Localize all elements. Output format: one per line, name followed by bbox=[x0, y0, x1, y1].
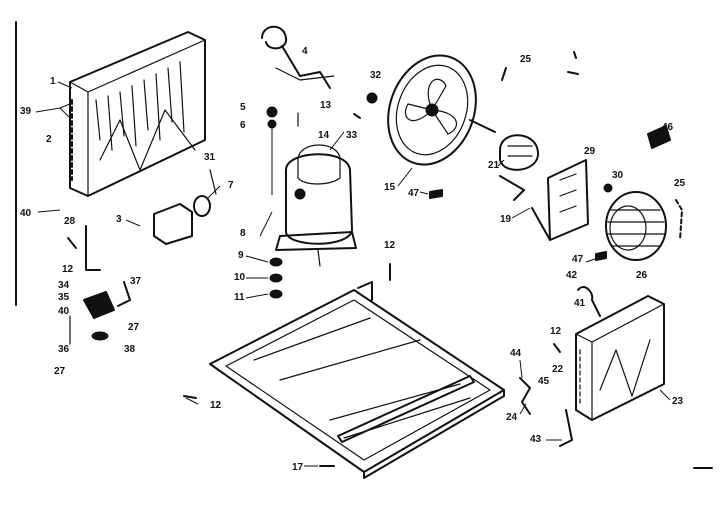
label-27a: 27 bbox=[54, 366, 66, 377]
hardware-5-6-13 bbox=[266, 106, 299, 195]
label-9: 9 bbox=[238, 250, 244, 261]
label-25a: 25 bbox=[520, 54, 532, 65]
label-43: 43 bbox=[530, 434, 542, 445]
tube-part bbox=[261, 25, 335, 89]
label-3: 3 bbox=[116, 214, 122, 225]
label-44: 44 bbox=[510, 348, 522, 359]
label-41: 41 bbox=[574, 298, 586, 309]
fan-blade bbox=[387, 54, 496, 166]
motor-bracket bbox=[531, 159, 589, 241]
screw-47b bbox=[595, 251, 607, 261]
label-14: 14 bbox=[318, 130, 330, 141]
control-assembly bbox=[153, 169, 217, 245]
label-42: 42 bbox=[566, 270, 578, 281]
label-35: 35 bbox=[58, 292, 70, 303]
label-32: 32 bbox=[370, 70, 382, 81]
label-5: 5 bbox=[240, 102, 246, 113]
label-22: 22 bbox=[552, 364, 564, 375]
label-46: 46 bbox=[662, 122, 674, 133]
tubing-24-43-44 bbox=[519, 377, 573, 447]
tube-41-42 bbox=[577, 286, 601, 317]
label-24: 24 bbox=[506, 412, 518, 423]
label-21: 21 bbox=[488, 160, 500, 171]
base-pan bbox=[209, 281, 505, 479]
label-37: 37 bbox=[130, 276, 142, 287]
label-12b: 12 bbox=[62, 264, 74, 275]
label-40a: 40 bbox=[20, 208, 32, 219]
label-27b: 27 bbox=[128, 322, 140, 333]
label-26: 26 bbox=[636, 270, 648, 281]
hardware-32 bbox=[366, 92, 378, 104]
part-labels: 1 2 3 4 5 6 7 8 9 10 11 12 12 12 12 13 1… bbox=[20, 46, 686, 473]
label-8: 8 bbox=[240, 228, 246, 239]
hardware-33 bbox=[353, 113, 361, 119]
mount-grommets bbox=[269, 257, 283, 299]
label-2: 2 bbox=[46, 134, 52, 145]
label-39: 39 bbox=[20, 106, 32, 117]
label-4: 4 bbox=[302, 46, 308, 57]
screw-25b bbox=[675, 199, 683, 241]
screw-30 bbox=[603, 183, 613, 193]
label-10: 10 bbox=[234, 272, 246, 283]
label-12a: 12 bbox=[384, 240, 396, 251]
label-7: 7 bbox=[228, 180, 234, 191]
label-45: 45 bbox=[538, 376, 550, 387]
label-40b: 40 bbox=[58, 306, 70, 317]
label-13: 13 bbox=[320, 100, 332, 111]
screw-12-right bbox=[553, 343, 561, 353]
label-6: 6 bbox=[240, 120, 246, 131]
label-23: 23 bbox=[672, 396, 684, 407]
label-34: 34 bbox=[58, 280, 70, 291]
label-1: 1 bbox=[50, 76, 56, 87]
label-47a: 47 bbox=[408, 188, 420, 199]
label-28: 28 bbox=[64, 216, 76, 227]
compressor bbox=[275, 144, 357, 267]
evaporator-coil bbox=[69, 31, 206, 197]
label-36: 36 bbox=[58, 344, 70, 355]
label-38: 38 bbox=[124, 344, 136, 355]
label-12c: 12 bbox=[210, 400, 222, 411]
cover-plate-46 bbox=[647, 125, 671, 149]
screw-25a bbox=[501, 67, 507, 81]
condenser-coil bbox=[575, 295, 665, 421]
label-17: 17 bbox=[292, 462, 304, 473]
small-hardware-top bbox=[567, 51, 579, 75]
label-30: 30 bbox=[612, 170, 624, 181]
label-15: 15 bbox=[384, 182, 396, 193]
leader-lines bbox=[35, 81, 671, 467]
label-25b: 25 bbox=[674, 178, 686, 189]
label-31: 31 bbox=[204, 152, 216, 163]
screw-12-bottom bbox=[183, 395, 197, 399]
label-12d: 12 bbox=[550, 326, 562, 337]
label-47b: 47 bbox=[572, 254, 584, 265]
fan-motor bbox=[499, 134, 540, 201]
label-29: 29 bbox=[584, 146, 596, 157]
bracket-28 bbox=[85, 225, 101, 271]
blower-wheel bbox=[605, 191, 667, 261]
screw-12-left bbox=[67, 237, 77, 249]
label-33: 33 bbox=[346, 130, 358, 141]
switch-parts bbox=[69, 281, 131, 345]
label-19: 19 bbox=[500, 214, 512, 225]
screw-47a bbox=[429, 189, 443, 199]
label-11: 11 bbox=[234, 292, 245, 303]
